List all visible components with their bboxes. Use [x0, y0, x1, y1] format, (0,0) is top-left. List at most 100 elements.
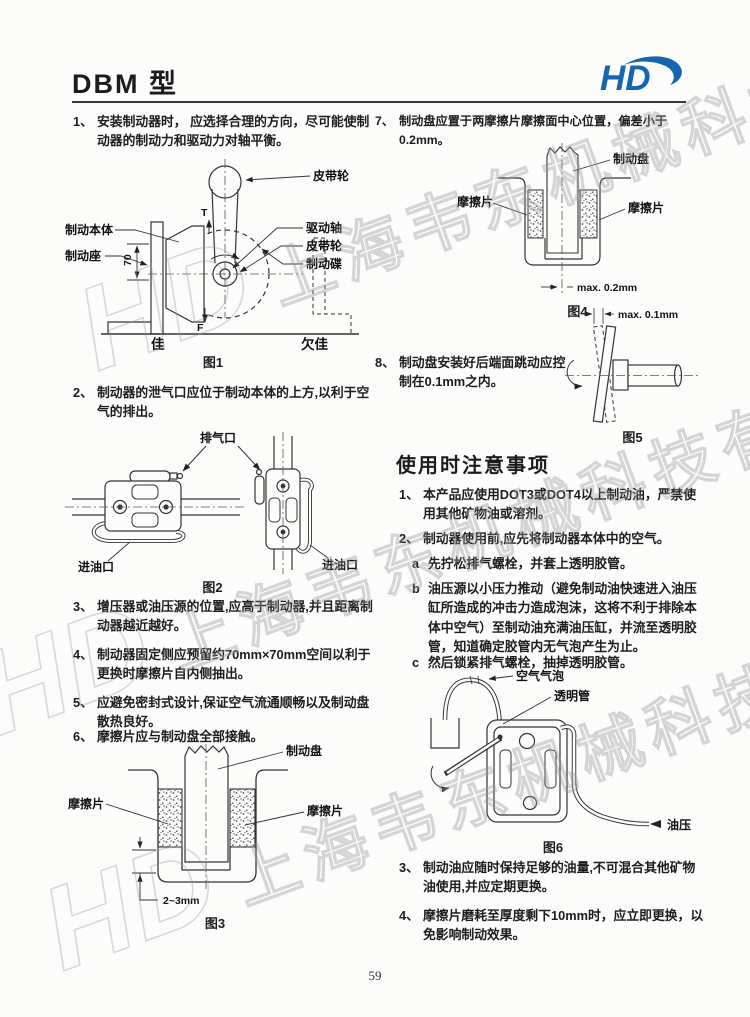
instruction-1: 1、 安装制动器时， 应选择合理的方向，尽可能使制动器的制动力和驱动力对轴平衡。 — [73, 112, 371, 151]
label-oil-inlet-left: 进油口 — [78, 559, 114, 574]
item-text: 应避免密封式设计,保证空气流通顺畅以及制动盘散热良好。 — [97, 695, 370, 730]
item-number: 7、 — [375, 114, 394, 128]
item-text: 本产品应使用DOT3或DOT4以上制动油，严禁使用其他矿物油或溶剂。 — [423, 487, 697, 522]
figure-1: 皮带轮 制动本体 制动座 驱动轴 皮带轮 制动碟 70 T F 佳 欠佳 图1 — [63, 156, 363, 371]
label-clear-tube: 透明管 — [554, 688, 590, 703]
label-brake-disc: 制动碟 — [306, 256, 342, 271]
label-brake-disc: 制动盘 — [286, 743, 322, 758]
dim-70: 70 — [122, 254, 134, 266]
figure-3: 制动盘 摩擦片 摩擦片 2~3mm 图3 — [60, 742, 370, 932]
note-2b: b 油压源以小压力推动（避免制动油快速进入油压缸所造成的冲击力造成泡沫，这将不利… — [412, 579, 706, 657]
item-number: 6、 — [73, 729, 93, 744]
label-good: 佳 — [151, 336, 165, 351]
item-text: 先拧松排气螺栓，并套上透明胶管。 — [428, 556, 633, 571]
label-not-good: 欠佳 — [301, 336, 328, 351]
item-number: 1、 — [399, 487, 419, 502]
figure-2-caption: 图2 — [202, 580, 223, 595]
item-text: 制动盘应置于两摩擦片摩擦面中心位置，偏差小于0.2mm。 — [399, 114, 668, 147]
note-2: 2、 制动器使用前,应先将制动器本体中的空气。 — [399, 529, 701, 548]
item-text: 油压源以小压力推动（避免制动油快速进入油压缸所造成的冲击力造成泡沫，这将不利于排… — [428, 581, 697, 655]
item-number: 2、 — [73, 385, 93, 400]
label-exhaust-port: 排气口 — [200, 430, 236, 445]
label-brake-disc: 制动盘 — [613, 151, 649, 166]
item-letter: a — [412, 556, 420, 571]
caliper-section-drawing — [105, 744, 305, 901]
label-pad-right: 摩擦片 — [628, 200, 664, 215]
label-oil-inlet-right: 进油口 — [322, 557, 358, 572]
friction-pad-left-shape — [157, 788, 183, 848]
figure-4: 制动盘 摩擦片 摩擦片 max. 0.2mm 图4 — [455, 138, 700, 320]
figure-6: 空气气泡 透明管 油压 图6 — [403, 666, 703, 856]
label-belt-wheel: 皮带轮 — [305, 238, 343, 253]
item-text: 制动油应随时保持足够的油量,不可混合其他矿物油使用,并应定期更换。 — [423, 860, 696, 895]
dim-runout: max. 0.1mm — [618, 309, 678, 321]
container-shape — [430, 718, 460, 749]
note-2a: a 先拧松排气螺栓，并套上透明胶管。 — [412, 554, 704, 573]
figure-1-caption: 图1 — [202, 355, 224, 370]
figure-6-caption: 图6 — [542, 840, 564, 855]
brake-disc-shape — [546, 146, 579, 254]
hd-logo-icon: HD — [600, 56, 682, 98]
label-pad-right: 摩擦片 — [307, 803, 343, 818]
brake-body-inner — [493, 726, 561, 816]
figure-4-caption: 图4 — [567, 304, 588, 319]
brake-seat-shape — [150, 221, 164, 335]
note-2c: c 然后锁紧排气螺栓，抽掉透明胶管。 — [412, 653, 704, 672]
figure-5-caption: 图5 — [622, 430, 643, 445]
instruction-3: 3、 增压器或油压源的位置,应高于制动器,并且距离制动器越近越好。 — [73, 597, 375, 636]
friction-pad-right-shape — [229, 788, 256, 848]
item-text: 制动盘安装好后端面跳动应控制在0.1mm之内。 — [399, 355, 566, 390]
instruction-4: 4、 制动器固定侧应预留约70mm×70mm空间以利于更换时摩擦片自内侧抽出。 — [73, 645, 375, 684]
item-letter: c — [412, 655, 420, 670]
item-text: 然后锁紧排气螺栓，抽掉透明胶管。 — [428, 655, 633, 670]
label-oil-pressure: 油压 — [667, 817, 691, 832]
label-f: F — [197, 322, 204, 334]
brake-assembly-drawing — [101, 159, 359, 335]
label-drive-shaft: 驱动轴 — [306, 220, 342, 235]
item-number: 5、 — [73, 695, 93, 710]
note-4: 4、 摩擦片磨耗至厚度剩下10mm时，应立即更换，以免影响制动效果。 — [399, 906, 705, 945]
notes-section-title: 使用时注意事项 — [396, 455, 550, 477]
tilted-disc-shape — [592, 325, 617, 423]
item-number: 2、 — [399, 531, 419, 546]
bad-bracket-dashed — [312, 237, 352, 334]
figure-3-caption: 图3 — [204, 916, 226, 931]
note-1: 1、 本产品应使用DOT3或DOT4以上制动油，严禁使用其他矿物油或溶剂。 — [399, 485, 701, 524]
item-number: 8、 — [375, 355, 395, 370]
note-3: 3、 制动油应随时保持足够的油量,不可混合其他矿物油使用,并应定期更换。 — [399, 858, 705, 897]
hub-shape — [612, 359, 629, 391]
label-pad-left: 摩擦片 — [68, 796, 104, 811]
page-number: 59 — [368, 968, 382, 983]
item-text: 制动器使用前,应先将制动器本体中的空气。 — [423, 531, 670, 546]
item-text: 摩擦片应与制动盘全部接触。 — [97, 729, 264, 744]
label-brake-body: 制动本体 — [65, 222, 114, 237]
page-title: DBM 型 — [72, 69, 178, 99]
brake-disc-shape — [184, 745, 229, 863]
header-rule — [72, 101, 686, 103]
instruction-8: 8、 制动盘安装好后端面跳动应控制在0.1mm之内。 — [375, 353, 575, 392]
disc-runout-drawing — [565, 308, 698, 423]
item-text: 摩擦片磨耗至厚度剩下10mm时，应立即更换，以免影响制动效果。 — [423, 908, 704, 943]
friction-pad-right-shape — [579, 189, 598, 239]
item-number: 4、 — [73, 647, 93, 662]
label-belt-wheel-top: 皮带轮 — [312, 168, 350, 183]
label-brake-seat: 制动座 — [65, 248, 101, 263]
item-number: 3、 — [399, 860, 419, 875]
dim-gap: 2~3mm — [163, 895, 199, 907]
instruction-7: 7、 制动盘应置于两摩擦片摩擦面中心位置，偏差小于0.2mm。 — [375, 112, 700, 149]
bleeding-setup-drawing — [430, 675, 661, 828]
instruction-5: 5、 应避免密封式设计,保证空气流通顺畅以及制动盘散热良好。 — [73, 693, 375, 732]
dim-offset: max. 0.2mm — [577, 282, 637, 294]
item-text: 增压器或油压源的位置,应高于制动器,并且距离制动器越近越好。 — [97, 599, 373, 634]
brake-units-drawing — [65, 432, 329, 574]
logo-text: HD — [600, 59, 651, 98]
item-number: 1、 — [73, 114, 93, 129]
label-t: T — [201, 207, 208, 219]
item-number: 3、 — [73, 599, 93, 614]
item-text: 制动器的泄气口应位于制动本体的上方,以利于空气的排出。 — [97, 385, 370, 420]
item-letter: b — [412, 581, 420, 596]
label-air-bubble: 空气气泡 — [516, 668, 564, 683]
figure-2: 排气口 进油口 进油口 图2 — [60, 428, 365, 596]
figure-5: max. 0.1mm 图5 — [560, 298, 705, 446]
